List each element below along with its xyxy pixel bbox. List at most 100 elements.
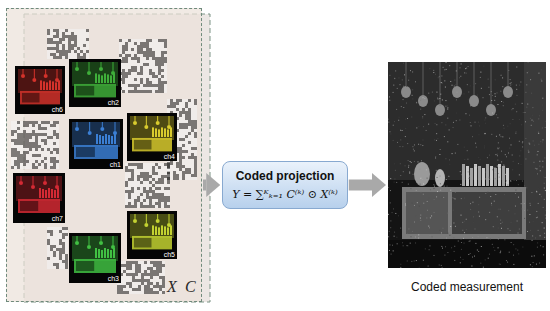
- mask-cell: [147, 261, 150, 264]
- mask-cell: [149, 81, 152, 84]
- noise-speck: [443, 197, 444, 198]
- mask-cell: [179, 168, 182, 171]
- mask-cell: [38, 157, 41, 160]
- mask-cell: [188, 177, 191, 180]
- mask-cell: [11, 157, 14, 160]
- mask-cell: [194, 162, 197, 165]
- mask-cell: [146, 193, 149, 196]
- mask-cell: [131, 196, 134, 199]
- mask-cell: [161, 205, 164, 208]
- mask-cell: [122, 60, 125, 63]
- mask-cell: [170, 162, 173, 165]
- mask-cell: [65, 251, 68, 254]
- mask-cell: [179, 120, 182, 123]
- mask-cell: [126, 279, 129, 282]
- mask-cell: [170, 168, 173, 171]
- mask-cell: [126, 282, 129, 285]
- mask-cell: [153, 276, 156, 279]
- mask-cell: [62, 251, 65, 254]
- mask-cell: [176, 108, 179, 111]
- mask-cell: [143, 190, 146, 193]
- mask-cell: [131, 172, 134, 175]
- mask-cell: [164, 39, 167, 42]
- channel-label: ch6: [52, 106, 63, 113]
- noise-speck: [468, 171, 469, 172]
- mask-cell: [47, 227, 50, 230]
- noise-speck: [518, 253, 519, 254]
- noise-speck: [445, 100, 446, 101]
- mask-cell: [50, 242, 53, 245]
- scene-cabinet: [74, 259, 116, 273]
- mask-cell: [155, 63, 158, 66]
- noise-speck: [535, 168, 536, 169]
- scene-cabinet: [74, 145, 118, 159]
- noise-speck: [426, 217, 427, 218]
- scene-book: [164, 128, 166, 137]
- mask-cell: [35, 160, 38, 163]
- mask-cell: [125, 54, 128, 57]
- mask-cell: [134, 63, 137, 66]
- noise-speck: [530, 230, 531, 231]
- mask-cell: [11, 160, 14, 163]
- code-mask: [117, 261, 165, 294]
- mask-cell: [44, 139, 47, 142]
- mask-cell: [50, 266, 53, 269]
- mask-cell: [65, 29, 68, 32]
- mask-cell: [182, 171, 185, 174]
- noise-speck: [449, 129, 450, 130]
- noise-speck: [431, 215, 432, 216]
- mask-cell: [11, 127, 14, 130]
- noise-speck: [493, 226, 494, 227]
- mask-cell: [131, 187, 134, 190]
- mask-cell: [173, 174, 176, 177]
- mask-cell: [86, 41, 89, 44]
- noise-speck: [456, 99, 457, 100]
- mask-cell: [185, 117, 188, 120]
- mask-cell: [47, 239, 50, 242]
- mask-cell: [50, 29, 53, 32]
- mask-cell: [146, 163, 149, 166]
- scene-book: [46, 82, 48, 90]
- mask-cell: [35, 154, 38, 157]
- mask-cell: [59, 56, 62, 59]
- mask-cell: [62, 245, 65, 248]
- scene-lamp: [144, 125, 148, 129]
- noise-speck: [490, 239, 491, 240]
- mask-cell: [131, 63, 134, 66]
- mask-cell: [32, 124, 35, 127]
- mask-cell: [182, 165, 185, 168]
- scene-lamp: [21, 74, 25, 78]
- noise-speck: [453, 237, 454, 238]
- mask-cell: [47, 251, 50, 254]
- mask-cell: [164, 184, 167, 187]
- box-title: Coded projection: [232, 169, 338, 183]
- mask-cell: [11, 163, 14, 166]
- mask-cell: [71, 44, 74, 47]
- noise-speck: [479, 197, 480, 198]
- mask-cell: [144, 264, 147, 267]
- noise-speck: [400, 264, 401, 265]
- mask-cell: [41, 154, 44, 157]
- mask-cell: [155, 66, 158, 69]
- mask-cell: [86, 29, 89, 32]
- mask-cell: [47, 233, 50, 236]
- noise-speck: [394, 182, 395, 183]
- noise-speck: [438, 98, 439, 99]
- mask-cell: [191, 135, 194, 138]
- mask-cell: [53, 130, 56, 133]
- mask-cell: [137, 166, 140, 169]
- mask-cell: [134, 90, 137, 93]
- mask-cell: [152, 39, 155, 42]
- mask-cell: [129, 285, 132, 288]
- mask-cell: [122, 51, 125, 54]
- mask-cell: [137, 42, 140, 45]
- mask-cell: [131, 190, 134, 193]
- noise-speck: [536, 191, 537, 192]
- mask-cell: [188, 162, 191, 165]
- mask-cell: [29, 151, 32, 154]
- mask-cell: [164, 181, 167, 184]
- mask-cell: [53, 230, 56, 233]
- mask-cell: [155, 169, 158, 172]
- mask-cell: [179, 132, 182, 135]
- mask-cell: [62, 254, 65, 257]
